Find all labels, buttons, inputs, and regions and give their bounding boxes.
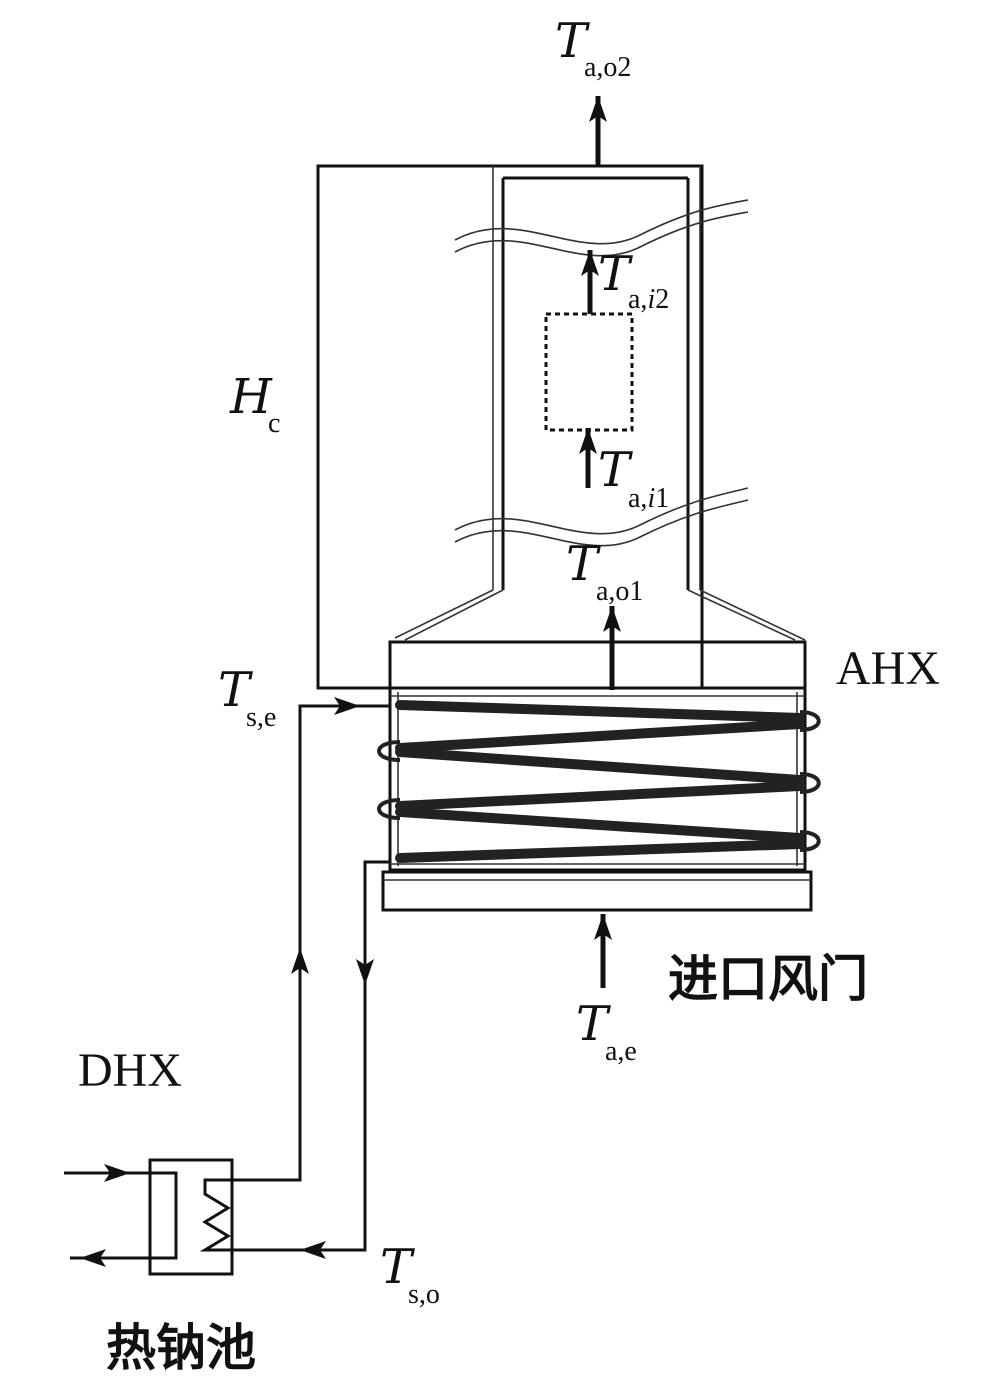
funnel-left-outer [394, 589, 494, 639]
ahx-body [388, 686, 807, 872]
funnel-right-outer [699, 589, 806, 641]
label-h-c-sub: c [268, 408, 280, 439]
inlet-damper-box [381, 870, 813, 912]
label-inlet-damper: 进口风门 [668, 950, 868, 1008]
heat-exchanger-coil-icon [377, 700, 821, 863]
label-hot-sodium-pool: 热钠池 [106, 1319, 256, 1377]
label-t-s-o-sub: s,o [408, 1279, 440, 1310]
dhx-box [148, 1158, 234, 1276]
label-t-a-o2-sub: a,o2 [584, 52, 631, 83]
label-t-a-e-sub: a,e [605, 1036, 637, 1067]
primary-pipe [64, 1171, 178, 1260]
label-t-s-o-sym: T [380, 1239, 415, 1295]
label-t-a-o1-sym: T [566, 536, 601, 592]
label-h-c-sym: H [229, 369, 273, 425]
label-t-s-e-sym: T [218, 662, 253, 718]
funnel-left-inner [404, 589, 504, 641]
label-dhx: DHX [78, 1044, 182, 1097]
ahx-upper-plenum [388, 640, 807, 690]
label-t-s-e-sub: s,e [246, 702, 276, 733]
ahx-unit [381, 640, 813, 912]
dhx-unit [64, 1158, 234, 1276]
chimney [316, 164, 806, 690]
label-t-a-i1-sym: T [598, 442, 633, 498]
label-t-a-i1-sub: a,i1 [628, 483, 669, 514]
label-t-a-i2-sym: T [598, 246, 633, 302]
wavy-break-line-icon [454, 199, 749, 547]
zigzag-coil-icon [199, 1178, 231, 1252]
air-flow-arrows [579, 96, 621, 988]
sodium-loop [228, 697, 390, 1259]
label-ahx: AHX [836, 642, 940, 695]
funnel-right-inner [687, 589, 796, 641]
control-volume-box [544, 312, 634, 432]
label-t-a-o1-sub: a,o1 [596, 576, 643, 607]
label-t-a-e-sym: T [576, 996, 611, 1052]
cold-leg-pipe [228, 860, 390, 1252]
label-t-a-i2-sub: a,i2 [628, 284, 669, 315]
label-t-a-o2-sym: T [555, 13, 590, 69]
